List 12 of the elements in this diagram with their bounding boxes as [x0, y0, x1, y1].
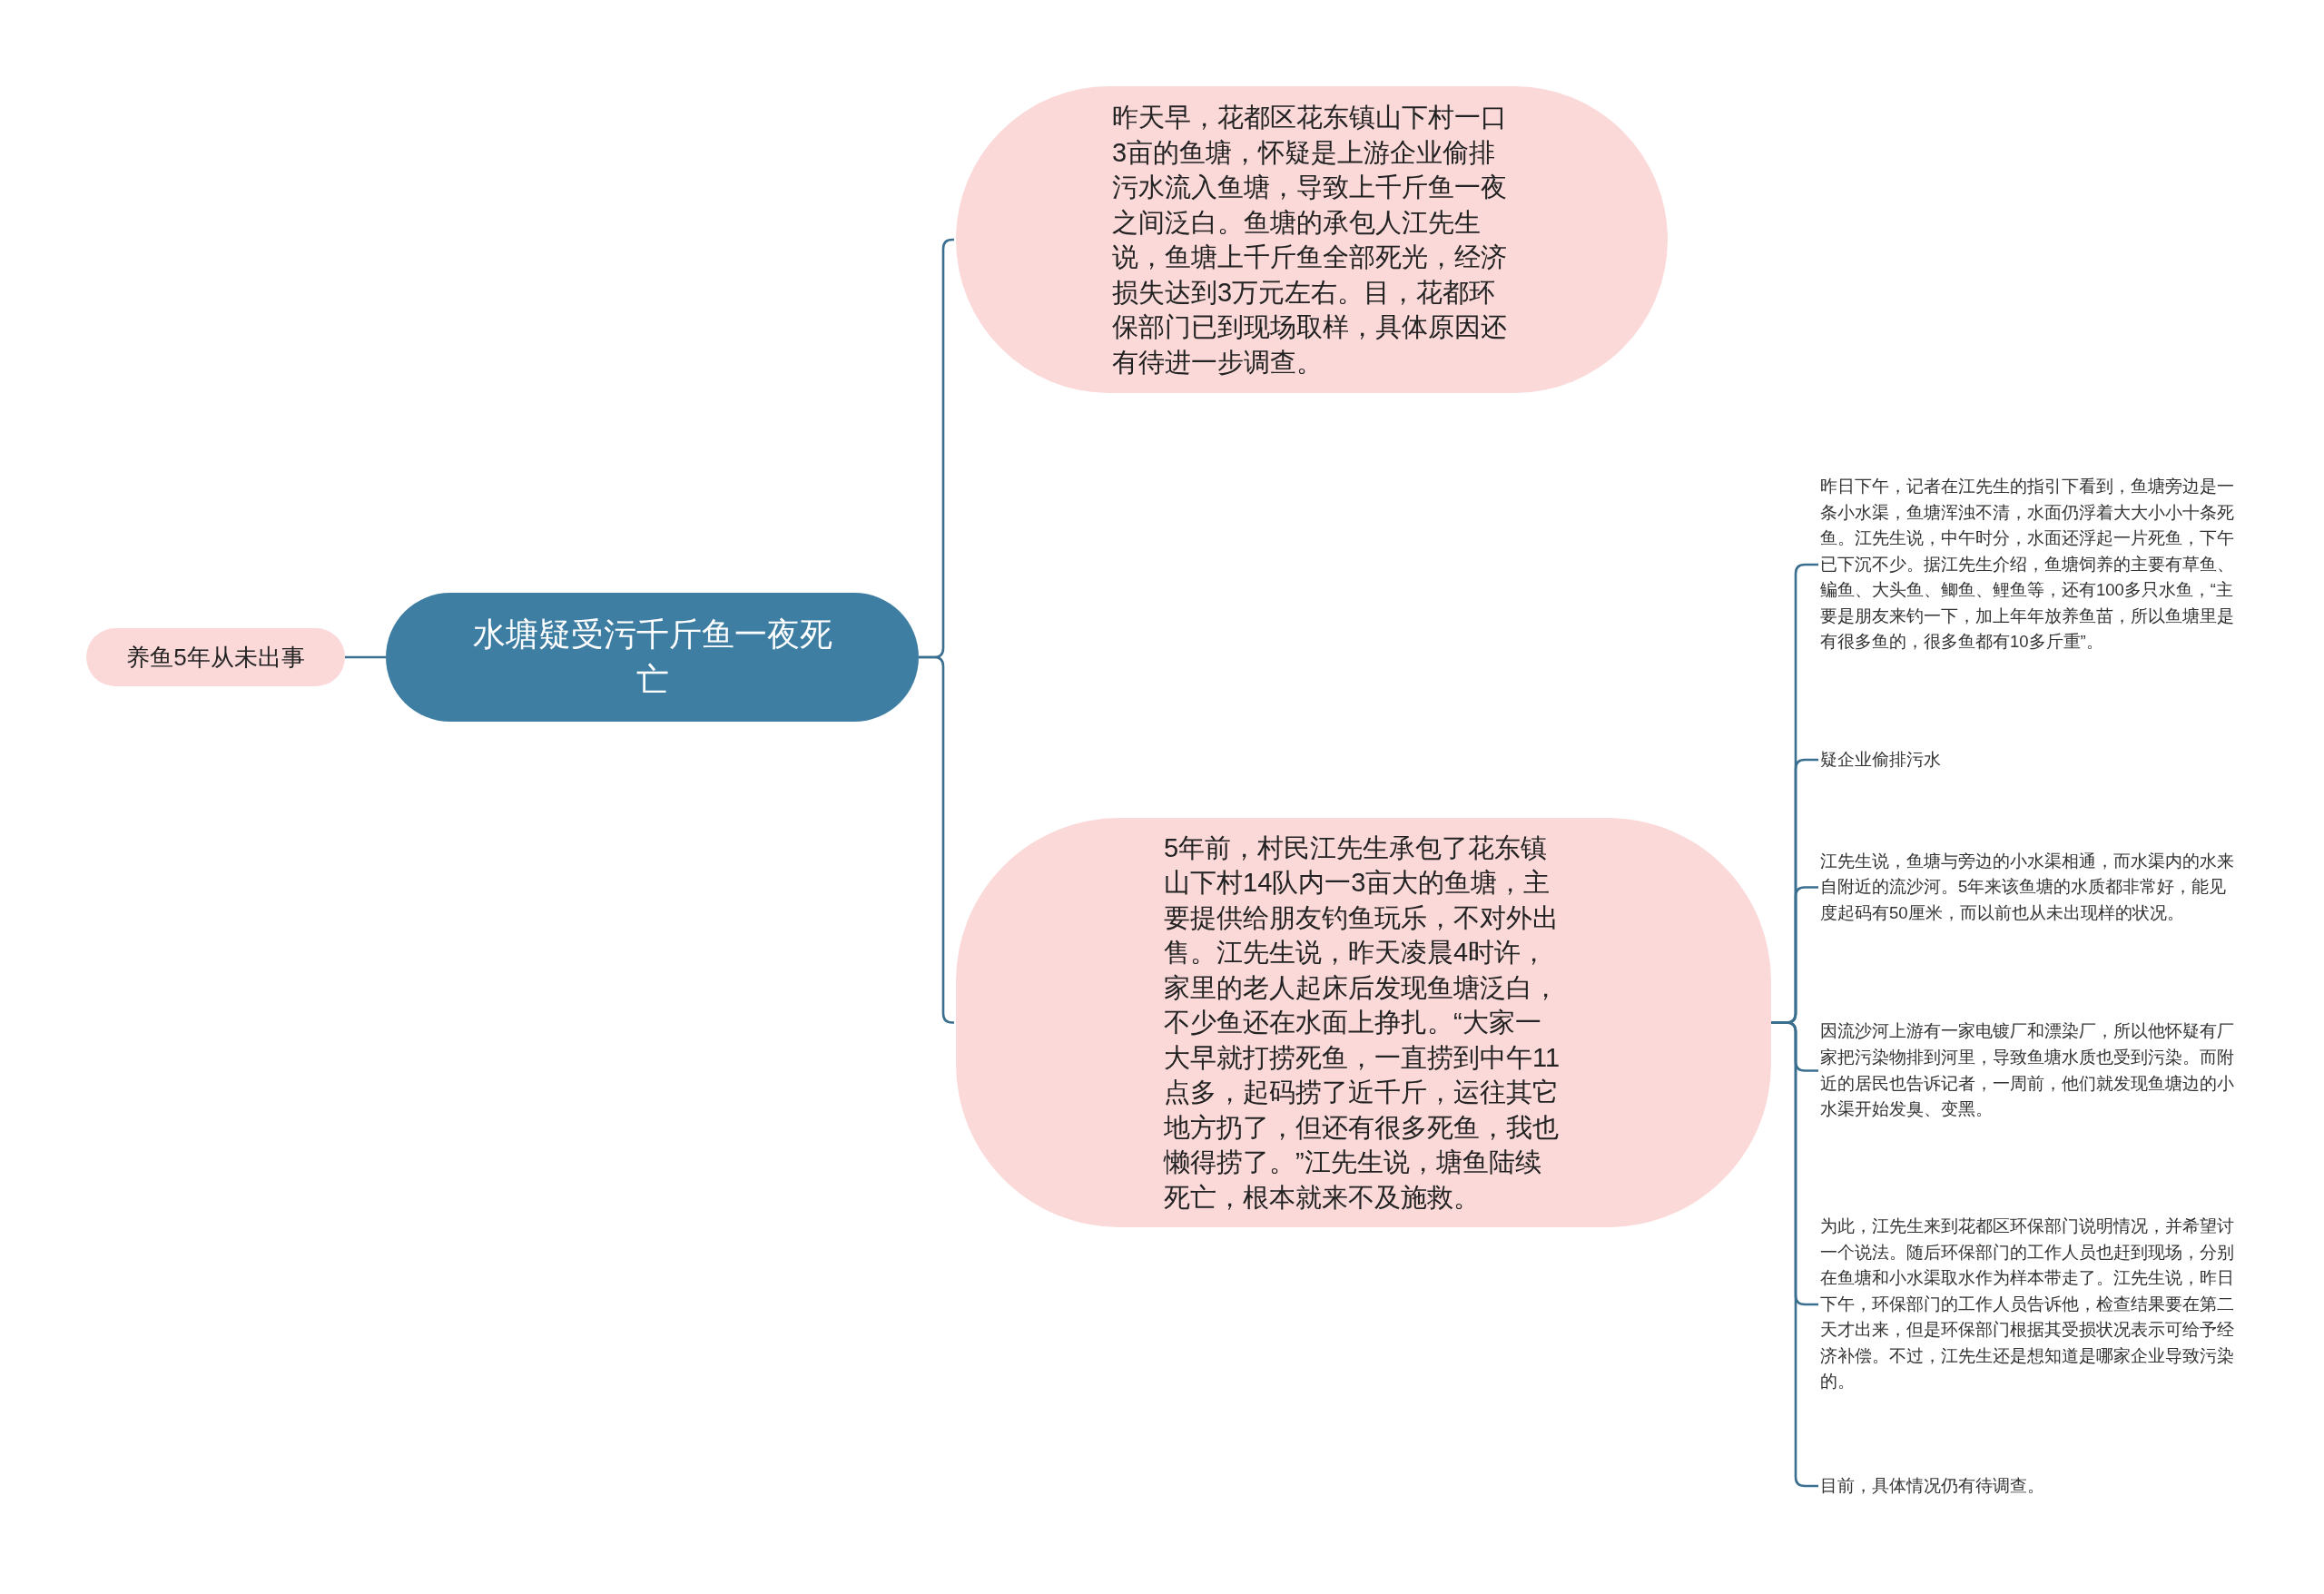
- note-text: 江先生说，鱼塘与旁边的小水渠相通，而水渠内的水来自附近的流沙河。5年来该鱼塘的水质都非常好，能见度起码有50厘米，而以前也从未出现样的状况。: [1820, 835, 2238, 940]
- note-text: 目前，具体情况仍有待调查。: [1820, 1472, 2238, 1500]
- connector-line: [345, 655, 386, 659]
- central-topic: 水塘疑受污千斤鱼一夜死亡: [386, 593, 919, 722]
- topic-bubble: 5年前，村民江先生承包了花东镇山下村14队内一3亩大的鱼塘，主要提供给朋友钓鱼玩乐，不对外出售。江先生说，昨天凌晨4时许，家里的老人起床后发现鱼塘泛白，不少鱼还在水面上挣扎。“大家一大早就打捞死鱼，一直捞到中午11点多，起码捞了近千斤，运往其它地方扔了，但还有很多死鱼，我也懒得捞了。”江先生说，塘鱼陆续死亡，根本就来不及施救。: [956, 818, 1771, 1227]
- connector-line: [919, 655, 955, 1024]
- note-text: 为此，江先生来到花都区环保部门说明情况，并希望讨一个说法。随后环保部门的工作人员也赶到现场，分别在鱼塘和小水渠取水作为样本带走了。江先生说，昨日下午，环保部门的工作人员告诉他，检查结果要在第二天才出来，但是环保部门根据其受损状况表示可给予经济补偿。不过，江先生还是想知道是哪家企业导致污染的。: [1820, 1200, 2238, 1409]
- note-text: 因流沙河上游有一家电镀厂和漂染厂，所以他怀疑有厂家把污染物排到河里，导致鱼塘水质也受到污染。而附近的居民也告诉记者，一周前，他们就发现鱼塘边的小水渠开始发臭、变黑。: [1820, 1006, 2238, 1136]
- topic-bubble: 昨天早，花都区花东镇山下村一口3亩的鱼塘，怀疑是上游企业偷排污水流入鱼塘，导致上千斤鱼一夜之间泛白。鱼塘的承包人江先生说，鱼塘上千斤鱼全部死光，经济损失达到3万元左右。目，花都环保部门已到现场取样，具体原因还有待进一步调查。: [956, 86, 1668, 393]
- note-text: 疑企业偷排污水: [1820, 746, 2238, 773]
- note-text: 昨日下午，记者在江先生的指引下看到，鱼塘旁边是一条小水渠，鱼塘浑浊不清，水面仍浮着大大小小十条死鱼。江先生说，中午时分，水面还浮起一片死鱼，下午已下沉不少。据江先生介绍，鱼塘饲养的主要有草鱼、鳊鱼、大头鱼、鲫鱼、鲤鱼等，还有100多只水鱼，“主要是朋友来钓一下，加上年年放养鱼苗，所以鱼塘里是有很多鱼的，很多鱼都有10多斤重”。: [1820, 448, 2238, 682]
- topic-bubble: 养鱼5年从未出事: [86, 628, 345, 686]
